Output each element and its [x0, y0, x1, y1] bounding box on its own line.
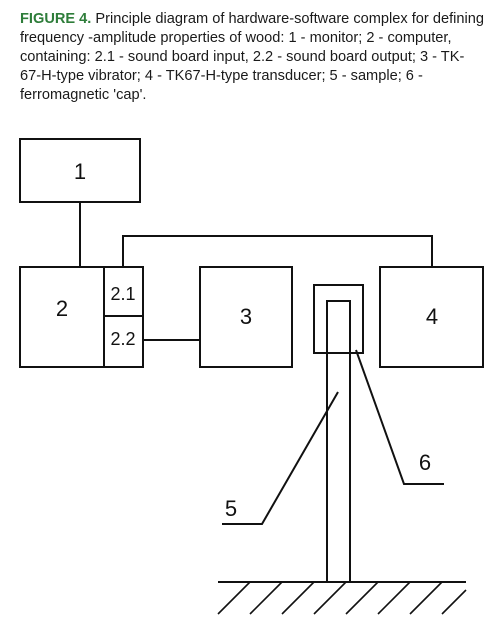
transducer-label: 4 — [426, 304, 438, 329]
computer-label: 2 — [56, 296, 68, 321]
vibrator-label: 3 — [240, 304, 252, 329]
sample-leader: 5 — [222, 391, 339, 525]
figure-label: FIGURE 4. — [20, 11, 92, 27]
cap-label: 6 — [419, 450, 431, 475]
monitor-label: 1 — [74, 159, 86, 184]
sound-output-label: 2.2 — [110, 329, 135, 349]
ground-base — [217, 581, 467, 615]
caption-text: Principle diagram of hardware-software c… — [20, 11, 484, 103]
monitor-block: 1 — [19, 138, 141, 203]
ferromagnetic-cap — [313, 284, 364, 354]
vibrator-block: 3 — [199, 266, 293, 368]
transducer-block: 4 — [379, 266, 484, 368]
sample-rod — [326, 300, 351, 583]
sample-label: 5 — [225, 496, 237, 521]
figure-caption: FIGURE 4. Principle diagram of hardware-… — [20, 10, 485, 105]
sound-input-label: 2.1 — [110, 284, 135, 304]
computer-block: 2 2.1 2.2 — [19, 266, 144, 368]
input-transducer-wire — [122, 235, 433, 267]
cap-leader: 6 — [355, 349, 444, 485]
